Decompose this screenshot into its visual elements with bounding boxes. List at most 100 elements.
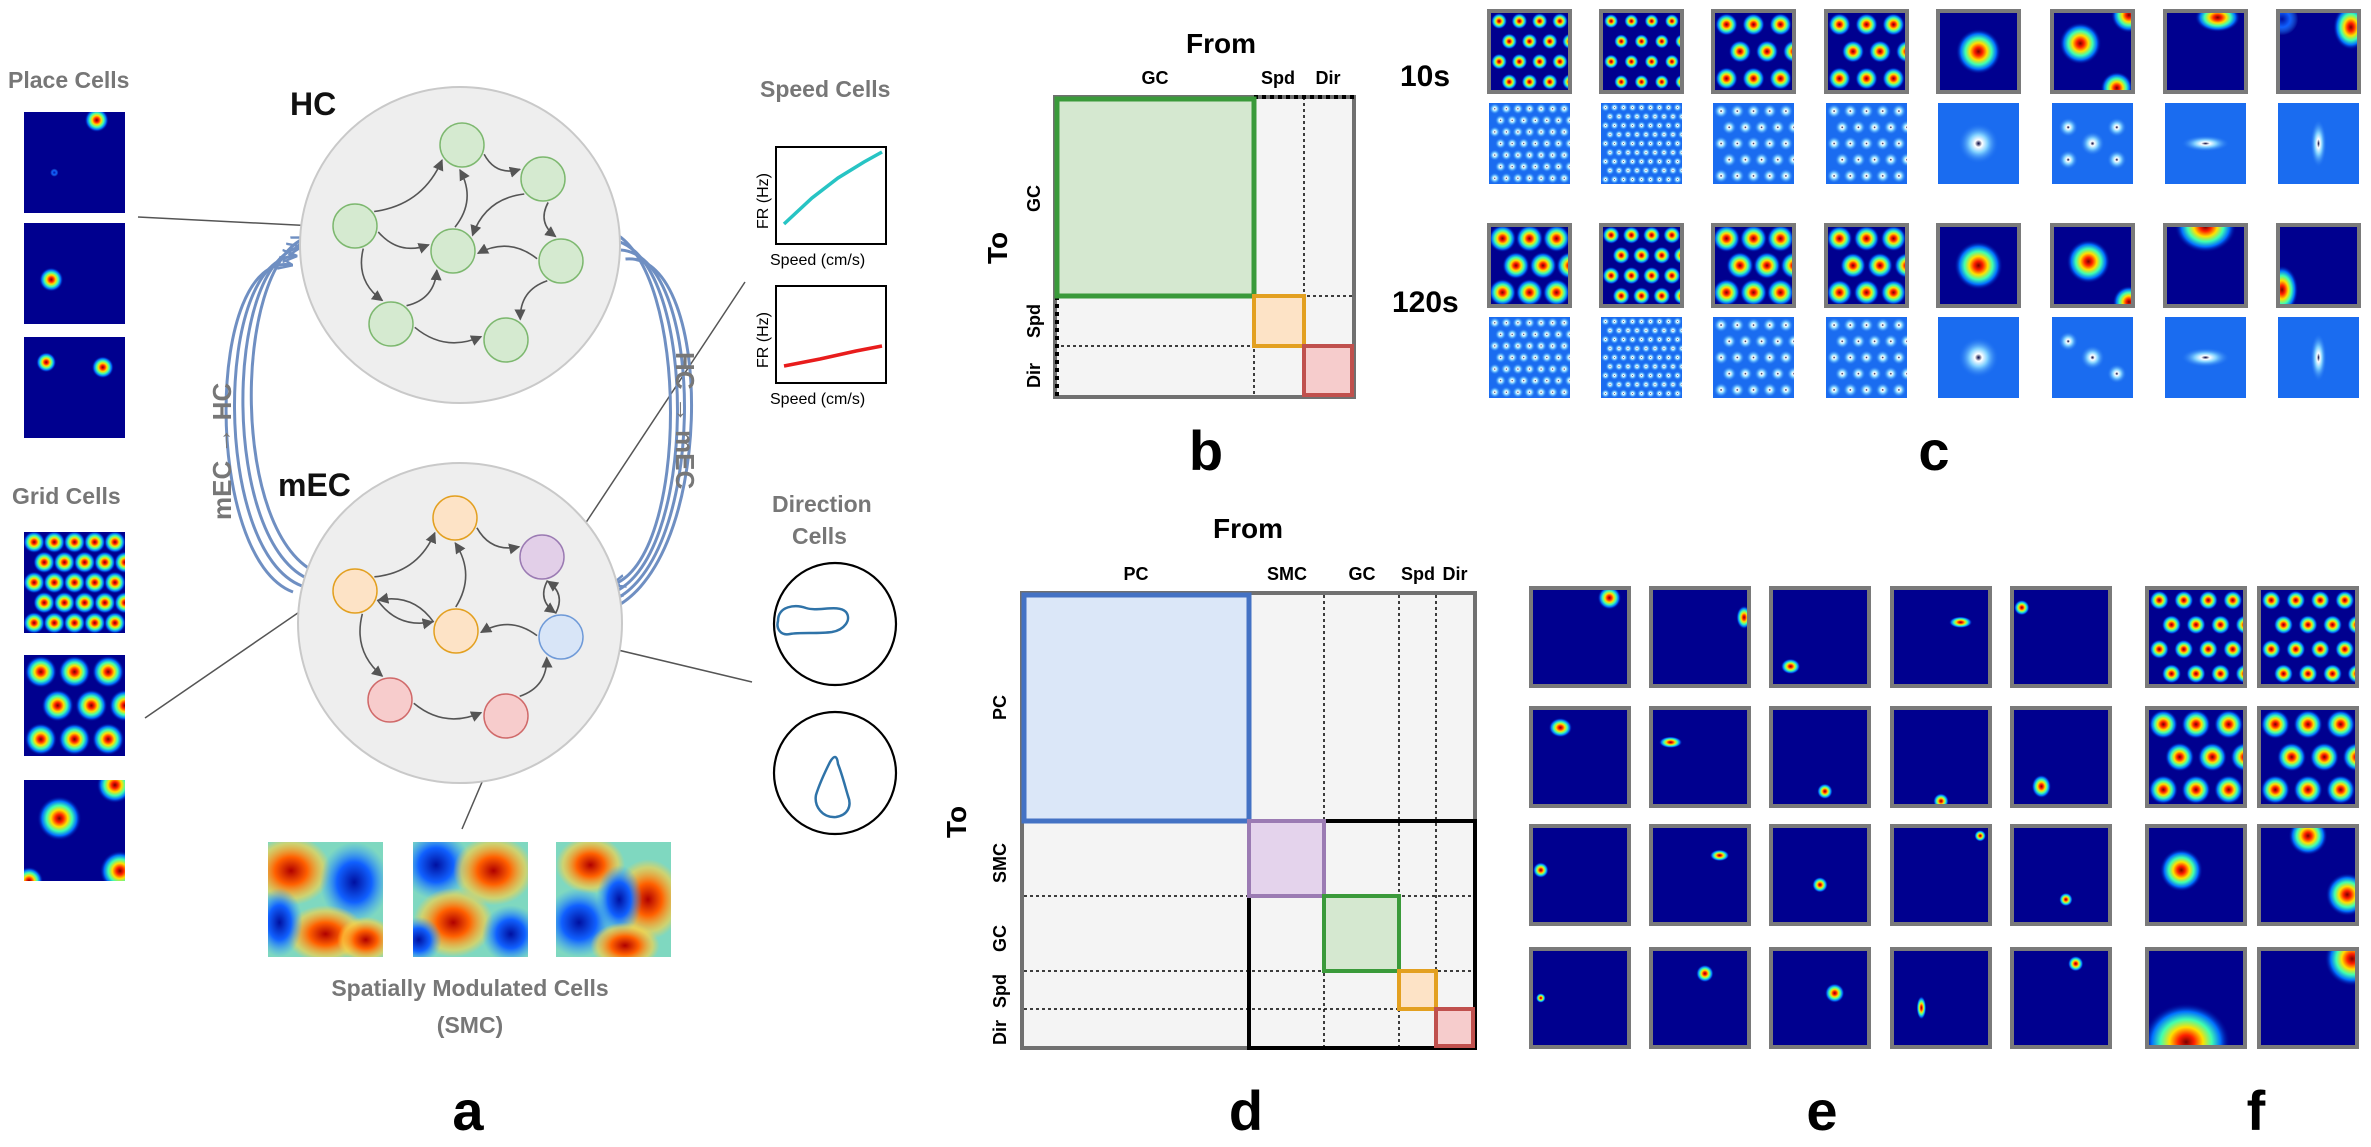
c-ratemap-10s-6 [2050,9,2135,94]
place-cell-map-3 [24,337,125,438]
c-ratemap-120s-5 [1936,223,2021,308]
mec-node-5 [538,614,584,660]
panel-d-from: From [1213,513,1283,544]
panel-d-to: To [941,806,972,838]
c-autocorr-10s-1 [1489,103,1570,184]
c-autocorr-10s-3 [1713,103,1794,184]
panel-f-label: f [2247,1079,2266,1142]
block-dir-dir [1302,344,1354,397]
mec-label: mEC [278,467,351,503]
c-autocorr-10s-4 [1826,103,1907,184]
block-gc-gc [1322,894,1401,973]
c-autocorr-10s-5 [1938,103,2019,184]
panel-e-label: e [1806,1079,1837,1142]
hc-node-1 [439,122,485,168]
e-ratemap-r2c1 [1529,706,1631,808]
speed-cells-title: Speed Cells [760,76,890,102]
hc-node-5 [538,238,584,284]
c-autocorr-10s-6 [2052,103,2133,184]
c-ratemap-10s-7 [2163,9,2248,94]
f-ratemap-r2c1 [2145,706,2247,808]
e-ratemap-r1c3 [1769,586,1871,688]
panel-c-row-label-10s: 10s [1400,60,1450,93]
mec-to-hc-label: mEC → HC [207,383,237,520]
connector-speed-to-mec [584,281,746,525]
c-ratemap-120s-1 [1487,223,1572,308]
panel-d-col-dir: Dir [1442,564,1467,584]
panel-c: 10s 120s c [1392,9,2361,482]
block-spd-spd [1252,294,1306,348]
panel-d-row-dir: Dir [990,1020,1010,1045]
c-autocorr-120s-1 [1489,317,1570,398]
hc-node-4 [430,228,476,274]
hc-label: HC [290,86,336,122]
panel-b-label: b [1189,419,1223,482]
panel-a: Place Cells Grid Cells mEC → HC HC → mEC… [8,67,898,1142]
c-ratemap-120s-4 [1824,223,1909,308]
speed-plot-ylabel: FR (Hz) [755,173,772,229]
panel-d-col-smc: SMC [1267,564,1307,584]
e-ratemap-r1c2 [1649,586,1751,688]
block-spd-spd [1397,969,1438,1011]
hc-node-3 [332,203,378,249]
hc-node-7 [483,317,529,363]
c-autocorr-10s-7 [2165,103,2246,184]
direction-polar-plot-2 [772,710,898,836]
panel-b-col-gc: GC [1142,68,1169,88]
smc-map-1 [268,842,383,957]
c-ratemap-120s-6 [2050,223,2135,308]
hc-to-mec-label: HC → mEC [670,352,700,489]
c-ratemap-10s-5 [1936,9,2021,94]
panel-d-row-gc: GC [990,925,1010,952]
e-ratemap-r1c4 [1890,586,1992,688]
block-pc-pc [1021,592,1252,824]
c-autocorr-120s-5 [1938,317,2019,398]
e-ratemap-r4c4 [1890,947,1992,1049]
direction-polar-plot-1 [772,561,898,687]
grid-cells-title: Grid Cells [12,483,121,509]
speed-plot-xlabel: Speed (cm/s) [770,391,865,408]
speed-plot-ylabel: FR (Hz) [755,312,772,368]
c-autocorr-10s-2 [1601,103,1682,184]
panel-c-row-label-120s: 120s [1392,286,1459,319]
f-ratemap-r2c2 [2257,706,2359,808]
panel-b-col-spd: Spd [1261,68,1295,88]
c-autocorr-10s-8 [2278,103,2359,184]
place-cell-map-1 [24,112,125,213]
direction-cells-title-line1: Direction [772,491,872,517]
c-ratemap-10s-8 [2276,9,2361,94]
c-ratemap-120s-2 [1599,223,1684,308]
direction-cells-title-line2: Cells [792,523,847,549]
e-ratemap-r4c5 [2010,947,2112,1049]
mec-node-2 [519,534,565,580]
c-autocorr-120s-2 [1601,317,1682,398]
smc-map-3 [556,842,671,957]
projection-arrows [224,230,693,612]
block-gc-gc [1054,96,1257,299]
block-mec-mec [1247,819,1477,1050]
f-ratemap-r1c1 [2145,586,2247,688]
hc-node-6 [368,301,414,347]
c-autocorr-120s-6 [2052,317,2133,398]
speed-plot-xlabel: Speed (cm/s) [770,252,865,269]
c-ratemap-10s-1 [1487,9,1572,94]
panel-d-col-spd: Spd [1401,564,1435,584]
f-ratemap-r3c1 [2145,824,2247,926]
block-dir-dir [1434,1007,1475,1048]
e-ratemap-r4c2 [1649,947,1751,1049]
grid-cell-map-3 [24,780,125,881]
mec-node-3 [332,568,378,614]
c-ratemap-10s-3 [1711,9,1796,94]
panel-d-row-pc: PC [990,695,1010,720]
e-ratemap-r3c2 [1649,824,1751,926]
speed-plot-1: FR (Hz) Speed (cm/s) [755,146,887,269]
c-autocorr-120s-4 [1826,317,1907,398]
mec-node-4 [433,608,479,654]
panel-b-row-gc: GC [1024,185,1044,212]
f-ratemap-r3c2 [2257,824,2359,926]
place-cell-map-2 [24,223,125,324]
panel-e: e [1529,586,2112,1142]
c-ratemap-120s-8 [2276,223,2361,308]
panel-a-label: a [452,1079,484,1142]
c-ratemap-120s-3 [1711,223,1796,308]
